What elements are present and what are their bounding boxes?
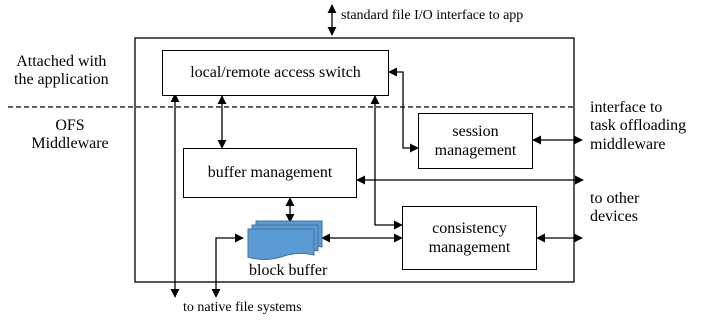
- buffer-management-label: buffer management: [207, 164, 333, 182]
- session-label-line1: session: [452, 122, 499, 140]
- ofs-middleware-label: OFS Middleware: [28, 117, 112, 154]
- arrow-switch-session: [388, 67, 419, 153]
- block-buffer-page: [247, 228, 315, 260]
- other-devices-line1: to other: [590, 190, 640, 207]
- session-management-box: session management: [418, 113, 533, 169]
- other-devices-label: to other devices: [590, 190, 639, 227]
- attached-label-line2: the application: [14, 71, 109, 89]
- offload-label-line1: interface to: [590, 99, 663, 116]
- native-fs-label: to native file systems: [183, 300, 302, 315]
- other-devices-line2: devices: [590, 208, 638, 226]
- buffer-management-box: buffer management: [183, 148, 357, 198]
- ofs-label-line1: OFS: [55, 117, 85, 134]
- access-switch-label: local/remote access switch: [190, 64, 361, 82]
- block-buffer-icon: [247, 220, 323, 260]
- arrow-switch-consistency: [370, 95, 403, 230]
- middleware-container: [134, 37, 575, 283]
- consistency-label-line1: consistency: [432, 219, 507, 237]
- offload-label-line2: task offloading: [590, 117, 687, 135]
- offload-label-line3: middleware: [590, 135, 666, 153]
- attached-label: Attached with the application: [14, 53, 109, 90]
- session-label-line2: management: [434, 142, 517, 159]
- block-buffer-label: block buffer: [249, 262, 328, 279]
- app-interface-label: standard file I/O interface to app: [341, 8, 524, 23]
- attached-label-line1: Attached with: [16, 53, 107, 70]
- ofs-label-line2: Middleware: [31, 135, 109, 153]
- offload-interface-label: interface to task offloading middleware: [590, 99, 686, 154]
- access-switch-box: local/remote access switch: [162, 50, 389, 96]
- consistency-management-box: consistency management: [402, 206, 537, 270]
- arrow-blockbuffer-native: [211, 233, 244, 298]
- consistency-label-line2: management: [428, 239, 511, 256]
